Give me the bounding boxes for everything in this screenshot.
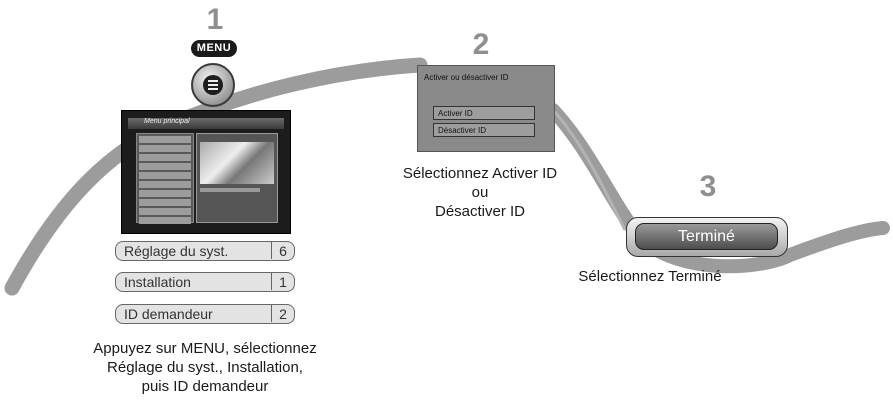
path-item-installation: Installation 1 — [115, 272, 295, 292]
id-dialog-screenshot: Activer ou désactiver ID Activer ID Désa… — [417, 65, 555, 152]
path-item-id-demandeur: ID demandeur 2 — [115, 304, 295, 324]
menu-button-icon — [191, 63, 235, 107]
termine-button: Terminé — [626, 217, 788, 257]
menu-key-label: MENU — [191, 40, 237, 57]
option-activer: Activer ID — [433, 106, 535, 120]
option-desactiver: Désactiver ID — [433, 123, 535, 137]
path-item-reglage: Réglage du syst. 6 — [115, 241, 295, 261]
termine-label: Terminé — [635, 223, 778, 250]
step-3-number: 3 — [699, 170, 717, 203]
step-1-number: 1 — [206, 3, 224, 36]
dialog-title: Activer ou désactiver ID — [424, 73, 509, 82]
step-1-caption: Appuyez sur MENU, sélectionnez Réglage d… — [93, 340, 317, 395]
main-menu-screenshot: Menu principal — [121, 110, 291, 234]
tv-title: Menu principal — [144, 118, 190, 125]
step-2-caption: Sélectionnez Activer ID ou Désactiver ID — [402, 165, 558, 220]
step-2-number: 2 — [472, 28, 490, 61]
step-3-caption: Sélectionnez Terminé — [578, 268, 722, 285]
